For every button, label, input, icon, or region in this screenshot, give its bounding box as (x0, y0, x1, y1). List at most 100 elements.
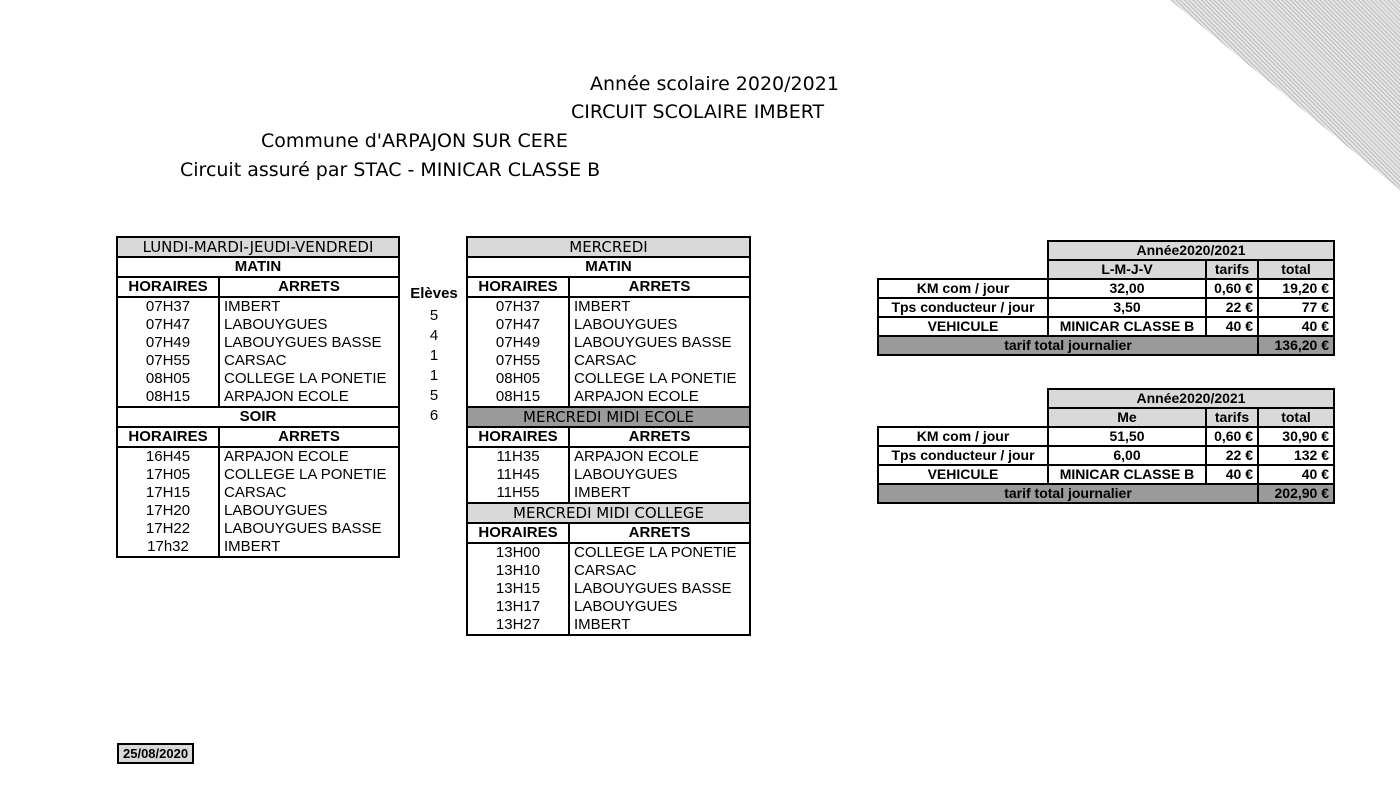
time-cell: 13H00 (466, 543, 570, 562)
row-value: MINICAR CLASSE B (1047, 316, 1207, 337)
mercredi-matin-col-horaires: HORAIRES (466, 276, 570, 298)
row-tarif: 0,60 € (1205, 426, 1259, 447)
time-cell: 07H49 (116, 334, 220, 352)
eleves-header: Elèves (410, 285, 458, 302)
blank-cell (878, 408, 1048, 427)
time-cell: 07H47 (466, 316, 570, 334)
mercredi-midi-ecole-label: MERCREDI MIDI ECOLE (466, 406, 751, 428)
lmjv-matin-col-arrets: ARRETS (218, 276, 400, 298)
tarif-lmjv-col-tarifs: tarifs (1205, 259, 1259, 280)
stop-cell: IMBERT (218, 297, 400, 316)
stop-cell: LABOUYGUES (218, 502, 400, 520)
stop-cell: IMBERT (568, 616, 751, 636)
time-cell: 13H17 (466, 598, 570, 616)
table-row: VEHICULE MINICAR CLASSE B 40 € 40 € (877, 464, 1335, 485)
table-row: Tps conducteur / jour 3,50 22 € 77 € (877, 297, 1335, 318)
lmjv-schedule-table: LUNDI-MARDI-JEUDI-VENDREDI MATIN HORAIRE… (116, 236, 400, 558)
stop-cell: CARSAC (218, 352, 400, 370)
stop-cell: CARSAC (568, 562, 751, 580)
time-cell: 16H45 (116, 447, 220, 466)
midi-college-col-horaires: HORAIRES (466, 522, 570, 544)
stop-cell: CARSAC (568, 352, 751, 370)
midi-college-col-arrets: ARRETS (568, 522, 751, 544)
row-label: KM com / jour (877, 278, 1049, 299)
time-cell: 07H55 (466, 352, 570, 370)
time-cell: 11H45 (466, 466, 570, 484)
tarif-lmjv-year: Année2020/2021 (1047, 240, 1335, 261)
table-row: KM com / jour 32,00 0,60 € 19,20 € (877, 278, 1335, 299)
scan-corner-shading (1170, 0, 1400, 190)
time-cell: 07H47 (116, 316, 220, 334)
table-row: VEHICULE MINICAR CLASSE B 40 € 40 € (877, 316, 1335, 337)
row-tarif: 22 € (1205, 445, 1259, 466)
row-value: 6,00 (1047, 445, 1207, 466)
time-cell: 07H37 (116, 297, 220, 316)
mercredi-matin-label: MATIN (466, 256, 751, 278)
time-cell: 13H10 (466, 562, 570, 580)
lmjv-matin-label: MATIN (116, 256, 400, 278)
stop-cell: ARPAJON ECOLE (218, 447, 400, 466)
eleves-column: Elèves 5 4 1 1 5 6 (406, 285, 462, 427)
commune-title: Commune d'ARPAJON SUR CERE (261, 130, 568, 152)
time-cell: 07H49 (466, 334, 570, 352)
row-label: Tps conducteur / jour (877, 297, 1049, 318)
eleves-count: 5 (429, 387, 439, 404)
row-total: 132 € (1257, 445, 1335, 466)
row-value: MINICAR CLASSE B (1047, 464, 1207, 485)
blank-cell (878, 389, 1048, 408)
tarif-lmjv-col-total: total (1257, 259, 1335, 280)
stop-cell: IMBERT (218, 538, 400, 558)
stop-cell: COLLEGE LA PONETIE (218, 466, 400, 484)
lmjv-soir-col-arrets: ARRETS (218, 426, 400, 448)
stop-cell: ARPAJON ECOLE (568, 447, 751, 466)
midi-ecole-col-arrets: ARRETS (568, 426, 751, 448)
lmjv-soir-label: SOIR (116, 406, 400, 428)
mercredi-title: MERCREDI (466, 236, 751, 258)
mercredi-matin-col-arrets: ARRETS (568, 276, 751, 298)
tarif-lmjv-total-value: 136,20 € (1257, 335, 1335, 356)
stop-cell: LABOUYGUES BASSE (568, 580, 751, 598)
document-date: 25/08/2020 (117, 743, 195, 764)
stop-cell: LABOUYGUES (568, 598, 751, 616)
operator-title: Circuit assuré par STAC - MINICAR CLASSE… (180, 159, 601, 181)
circuit-title: CIRCUIT SCOLAIRE IMBERT (571, 101, 825, 123)
time-cell: 07H55 (116, 352, 220, 370)
time-cell: 17H05 (116, 466, 220, 484)
time-cell: 17H20 (116, 502, 220, 520)
time-cell: 07H37 (466, 297, 570, 316)
tarif-me-col-total: total (1257, 407, 1335, 428)
stop-cell: COLLEGE LA PONETIE (218, 370, 400, 388)
stop-cell: COLLEGE LA PONETIE (568, 543, 751, 562)
lmjv-matin-col-horaires: HORAIRES (116, 276, 220, 298)
time-cell: 08H05 (116, 370, 220, 388)
tarif-me-col-tarifs: tarifs (1205, 407, 1259, 428)
stop-cell: IMBERT (568, 297, 751, 316)
row-label: KM com / jour (877, 426, 1049, 447)
row-label: VEHICULE (877, 464, 1049, 485)
stop-cell: LABOUYGUES BASSE (568, 334, 751, 352)
table-row: Tps conducteur / jour 6,00 22 € 132 € (877, 445, 1335, 466)
row-tarif: 40 € (1205, 464, 1259, 485)
row-tarif: 22 € (1205, 297, 1259, 318)
row-tarif: 40 € (1205, 316, 1259, 337)
table-row: KM com / jour 51,50 0,60 € 30,90 € (877, 426, 1335, 447)
row-total: 40 € (1257, 316, 1335, 337)
lmjv-soir-col-horaires: HORAIRES (116, 426, 220, 448)
row-total: 30,90 € (1257, 426, 1335, 447)
